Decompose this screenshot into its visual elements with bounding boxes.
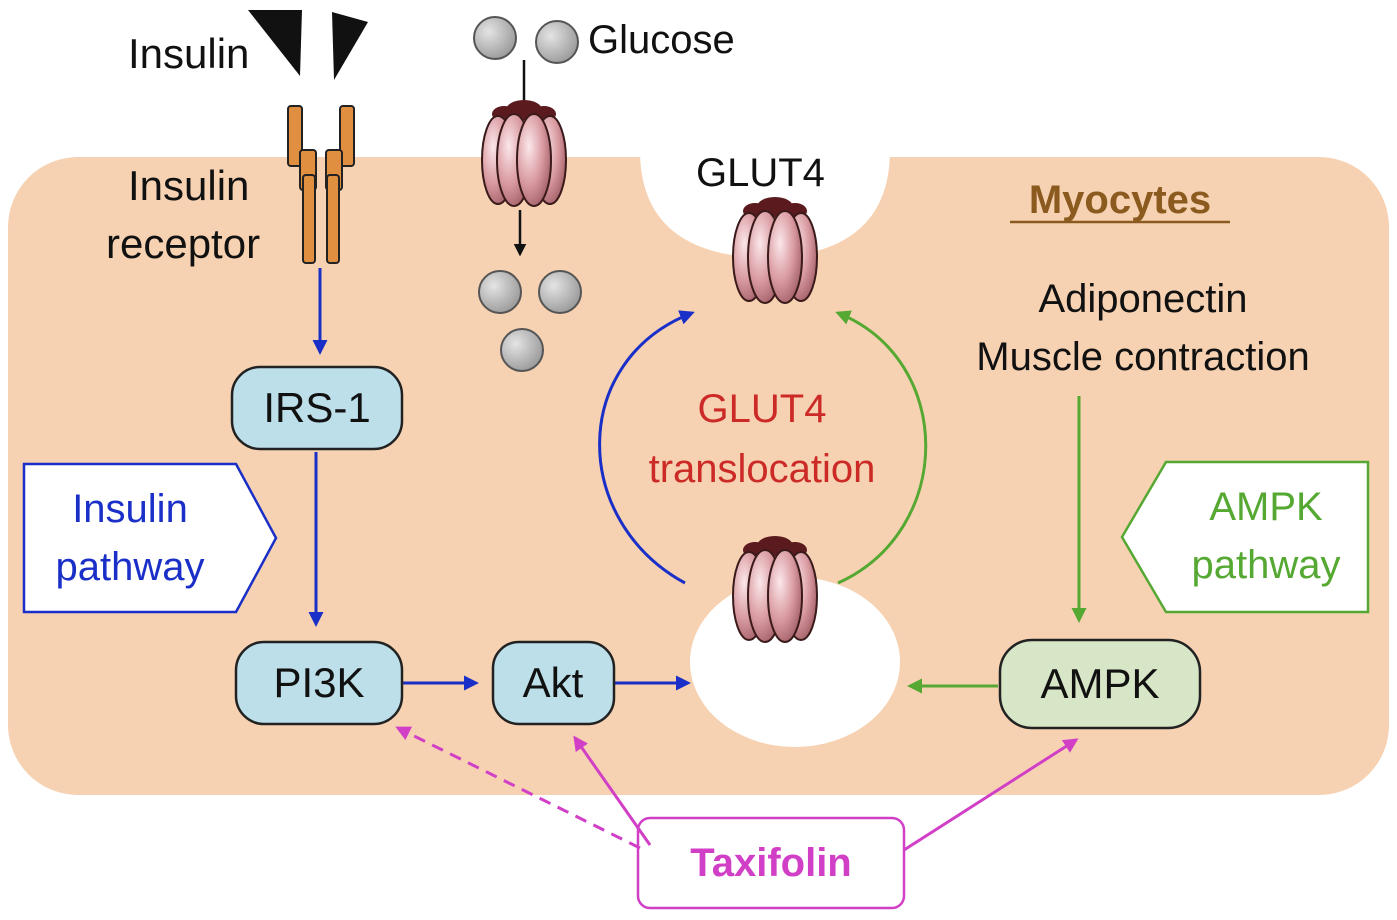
irs1-node: IRS-1 (230, 365, 404, 451)
myocytes-label: Myocytes (1029, 178, 1211, 222)
ampk-translocation-arc (835, 310, 928, 585)
insulin-receptor-label-line2: receptor (106, 220, 260, 267)
ampk-pathway-line1: AMPK (1209, 485, 1323, 529)
ampk-label: AMPK (1040, 660, 1159, 707)
pi3k-label: PI3K (273, 659, 364, 706)
ampk-node: AMPK (998, 638, 1202, 730)
insulin-receptor-label-line1: Insulin (128, 162, 249, 209)
glucose-label: Glucose (588, 18, 735, 62)
insulin-triangle-left (248, 10, 302, 76)
taxifolin-to-ampk-arrow (903, 738, 1079, 852)
insulin-pathway-tag: Insulin pathway (22, 462, 278, 614)
pi3k-node: PI3K (234, 640, 404, 726)
glut4-transporter-membrane (481, 99, 567, 207)
akt-label: Akt (523, 659, 584, 706)
muscle-contraction-label: Muscle contraction (976, 335, 1309, 379)
taxifolin-label: Taxifolin (690, 841, 851, 885)
glut4-translocation-line2: translocation (649, 447, 876, 491)
ampk-pathway-line2: pathway (1192, 543, 1341, 587)
irs1-label: IRS-1 (263, 384, 370, 431)
glut4-vesicle-icon (732, 535, 818, 643)
glucose-molecule (535, 20, 579, 64)
insulin-translocation-arc (598, 310, 695, 585)
akt-node: Akt (491, 640, 616, 726)
glucose-molecule (473, 16, 517, 60)
glut4-surface-label: GLUT4 (696, 151, 825, 195)
taxifolin-to-akt-arrow (573, 735, 652, 846)
ampk-pathway-tag: AMPK pathway (1120, 460, 1370, 614)
insulin-pathway-line2: pathway (56, 545, 205, 589)
taxifolin-to-pi3k-arrow (395, 726, 641, 850)
insulin-label: Insulin (128, 30, 249, 77)
glucose-molecule-inside (478, 270, 522, 314)
glucose-molecule-inside (500, 328, 544, 372)
glut4-surface-icon (732, 196, 818, 304)
myocyte-cell (8, 157, 1389, 795)
glut4-translocation-line1: GLUT4 (698, 387, 827, 431)
insulin-receptor-icon (287, 105, 355, 264)
insulin-triangle-right (332, 12, 368, 80)
taxifolin-box: Taxifolin (636, 816, 906, 910)
adiponectin-label: Adiponectin (1038, 277, 1247, 321)
insulin-pathway-line1: Insulin (72, 487, 188, 531)
glucose-molecule-inside (538, 270, 582, 314)
